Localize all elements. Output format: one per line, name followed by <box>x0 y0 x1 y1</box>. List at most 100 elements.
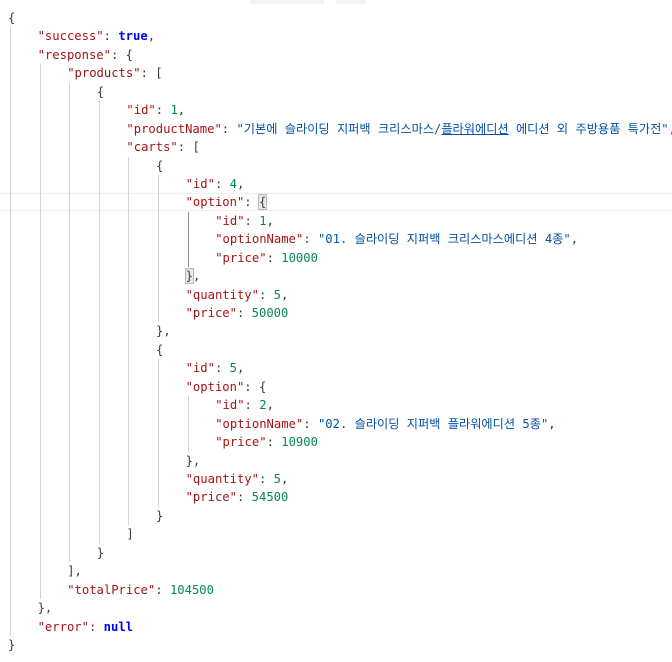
code-token: : <box>244 195 259 210</box>
code-line[interactable]: "optionName": "01. 슬라이딩 지퍼백 크리스마스에디션 4종"… <box>215 230 578 248</box>
code-token: : <box>155 582 170 597</box>
code-line[interactable]: }, <box>184 267 201 285</box>
code-line[interactable]: } <box>8 636 15 654</box>
code-token: : <box>244 213 260 228</box>
code-line[interactable]: }, <box>186 452 201 470</box>
code-token: : <box>103 29 119 44</box>
code-line[interactable]: "carts": [ <box>126 138 199 156</box>
code-token: , <box>266 398 274 413</box>
code-line[interactable]: { <box>156 157 163 175</box>
code-token: , <box>281 472 289 486</box>
code-token: : <box>214 361 230 376</box>
code-token: 2 <box>259 398 267 413</box>
code-token: : <box>258 287 274 302</box>
code-token: "optionName" <box>215 416 304 431</box>
code-line[interactable]: "id": 5, <box>186 359 245 377</box>
code-token: : <box>236 490 252 505</box>
code-token: { <box>156 158 164 173</box>
code-token: "price" <box>185 306 237 321</box>
code-token: , <box>177 103 186 118</box>
code-line[interactable]: "id": 1, <box>215 212 274 230</box>
code-token: } <box>156 508 164 523</box>
code-token: : <box>88 619 104 634</box>
code-token: null <box>103 619 134 634</box>
code-line[interactable]: }, <box>156 322 171 340</box>
code-line[interactable]: "price": 54500 <box>186 488 289 506</box>
code-line[interactable]: "id": 1, <box>126 101 185 119</box>
code-token: "price" <box>215 250 267 265</box>
code-token: "02. 슬라이딩 지퍼백 플라워에디션 5종" <box>317 416 549 431</box>
code-token: { <box>156 342 164 357</box>
code-token: : { <box>110 47 133 62</box>
indent-guide <box>39 64 41 600</box>
indent-guide <box>98 101 100 544</box>
code-token: "productName" <box>126 121 222 136</box>
code-line[interactable]: ] <box>126 525 133 543</box>
code-token: "id" <box>215 213 245 228</box>
code-token: }, <box>185 453 201 468</box>
indent-guide <box>10 27 11 636</box>
code-token: , <box>669 122 672 136</box>
indent-guide <box>187 396 189 452</box>
code-token: : <box>258 472 274 486</box>
code-token: "price" <box>185 490 237 505</box>
code-token: "response" <box>37 47 111 62</box>
code-token: : <box>303 416 318 431</box>
code-line[interactable]: }, <box>38 599 53 617</box>
code-line[interactable]: { <box>8 9 15 27</box>
code-token: : [ <box>140 66 163 81</box>
code-line[interactable]: "price": 10900 <box>215 433 318 451</box>
code-line[interactable]: "success": true, <box>38 27 155 45</box>
code-line[interactable]: "optionName": "02. 슬라이딩 지퍼백 플라워에디션 5종", <box>215 415 555 433</box>
code-line[interactable]: "price": 50000 <box>186 304 289 322</box>
code-line[interactable]: ], <box>67 562 82 580</box>
code-line[interactable]: "quantity": 5, <box>186 470 289 488</box>
code-line[interactable]: "totalPrice": 104500 <box>67 581 214 599</box>
code-line[interactable]: "quantity": 5, <box>186 286 289 304</box>
code-token: : <box>266 250 282 265</box>
code-token: : <box>266 435 282 450</box>
code-token: , <box>266 213 274 228</box>
code-line[interactable]: "option": { <box>186 378 267 396</box>
code-token: 5 <box>229 361 237 376</box>
code-line[interactable]: "error": null <box>38 618 133 636</box>
code-token: "기본에 슬라이딩 지퍼백 크리스마스/ <box>236 121 442 136</box>
code-token: "quantity" <box>185 287 259 302</box>
code-token: 에디션 외 주방용품 특가전" <box>508 121 669 136</box>
code-token: 10000 <box>281 250 318 265</box>
code-token: "id" <box>215 398 245 413</box>
code-token: "price" <box>215 435 267 450</box>
code-token: : <box>244 398 260 413</box>
code-token: 10900 <box>281 435 318 450</box>
code-token: : <box>155 103 171 118</box>
code-line[interactable]: "id": 4, <box>186 175 245 193</box>
code-token: "id" <box>185 176 215 191</box>
indent-guide <box>187 211 189 268</box>
code-token: , <box>192 269 201 284</box>
code-token: ] <box>126 527 134 542</box>
tab-strip-edge <box>250 0 324 4</box>
code-line[interactable]: { <box>97 83 104 101</box>
code-token: } <box>8 637 16 652</box>
code-line[interactable]: { <box>156 341 163 359</box>
code-line[interactable]: } <box>156 507 163 525</box>
code-token: : <box>303 232 318 247</box>
code-token: "id" <box>185 361 215 376</box>
code-token: , <box>236 361 245 376</box>
code-line[interactable]: "id": 2, <box>215 396 274 414</box>
code-line[interactable]: "productName": "기본에 슬라이딩 지퍼백 크리스마스/플라워에디… <box>126 120 672 138</box>
code-line[interactable]: "option": { <box>186 193 268 211</box>
code-token: , <box>548 416 556 431</box>
code-line[interactable]: "price": 10000 <box>215 249 318 267</box>
code-token: } <box>184 268 194 285</box>
code-token: 5 <box>273 472 281 486</box>
code-token: 1 <box>259 213 267 228</box>
code-line[interactable]: "products": [ <box>67 64 162 82</box>
code-token: "totalPrice" <box>67 582 156 597</box>
code-line[interactable]: "response": { <box>38 46 133 64</box>
code-token: , <box>281 287 289 302</box>
code-token: "success" <box>37 29 104 44</box>
indent-guide <box>69 82 71 563</box>
code-line[interactable]: } <box>97 544 104 562</box>
